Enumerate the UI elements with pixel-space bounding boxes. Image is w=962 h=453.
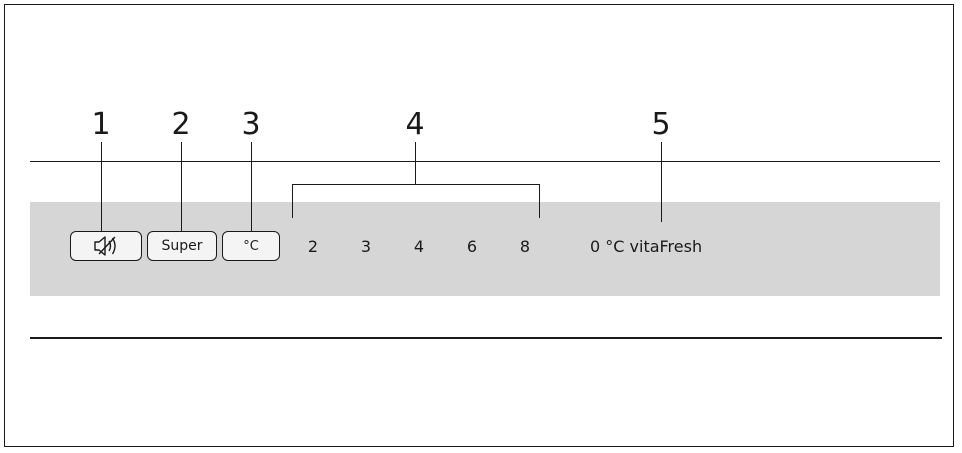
leader-line-5 [661, 142, 662, 222]
vitafresh-label: 0 °C vitaFresh [590, 237, 703, 256]
temperature-level-3: 3 [360, 237, 372, 256]
leader-line-3 [251, 142, 252, 231]
bracket-left-tick [292, 184, 293, 218]
temperature-unit-label: °C [243, 238, 259, 254]
upper-rule [30, 161, 940, 162]
temperature-level-6: 6 [466, 237, 478, 256]
super-button[interactable]: Super [147, 231, 217, 261]
leader-line-2 [181, 142, 182, 231]
temperature-level-2: 2 [307, 237, 319, 256]
callout-2: 2 [171, 107, 191, 142]
callout-5: 5 [651, 107, 671, 142]
callout-3: 3 [241, 107, 261, 142]
lower-rule [30, 337, 942, 339]
speaker-off-icon [91, 235, 121, 257]
super-button-label: Super [161, 238, 203, 254]
bracket-top [292, 184, 539, 185]
bracket-right-tick [539, 184, 540, 218]
callout-4: 4 [405, 107, 425, 142]
callout-1: 1 [91, 107, 111, 142]
diagram-frame [4, 4, 954, 447]
leader-line-1 [101, 142, 102, 231]
temperature-level-4: 4 [413, 237, 425, 256]
leader-line-4 [415, 142, 416, 184]
temperature-level-8: 8 [519, 237, 531, 256]
alarm-off-button[interactable] [70, 231, 142, 261]
temperature-unit-button[interactable]: °C [222, 231, 280, 261]
